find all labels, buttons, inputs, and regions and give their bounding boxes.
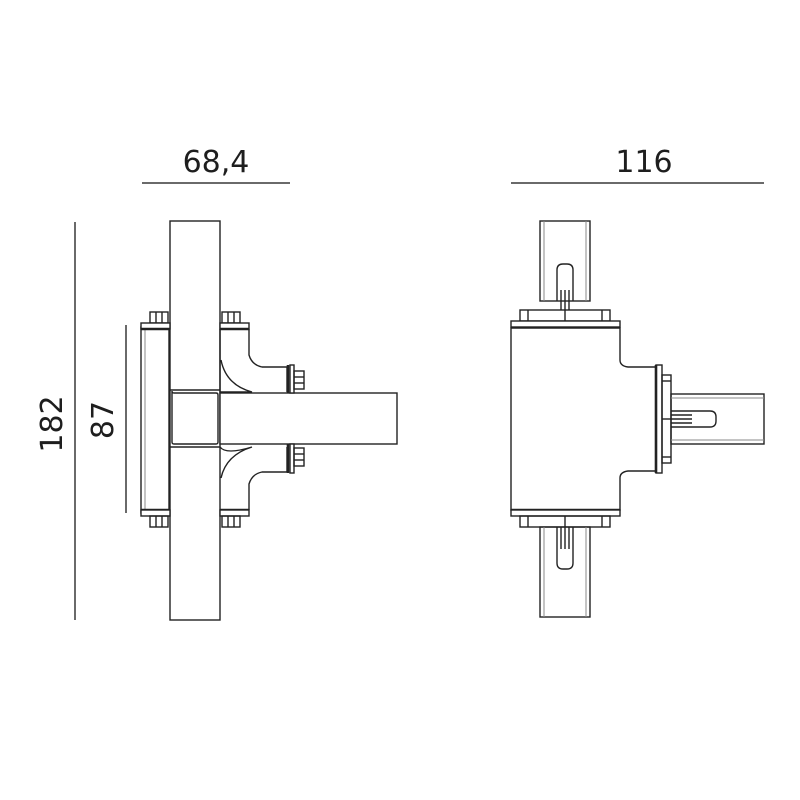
- side-bottom-plate: [510, 509, 621, 517]
- front-upper-elbow: [219, 329, 288, 393]
- dimension-front-width: 68,4: [142, 145, 290, 184]
- front-horizontal-rail: [219, 392, 398, 445]
- side-top-rail: [539, 220, 591, 310]
- dimension-body-height: 87: [86, 325, 127, 513]
- side-right-rail: [670, 393, 765, 445]
- dimension-label-116: 116: [615, 145, 672, 180]
- front-bottom-right-clamp: [219, 508, 250, 528]
- front-top-right-clamp: [219, 311, 250, 331]
- dimension-label-87: 87: [86, 401, 121, 439]
- side-main-body: [510, 327, 657, 511]
- front-top-left-clamp: [140, 311, 171, 331]
- dimension-label-68-4: 68,4: [183, 145, 250, 180]
- front-bottom-left-clamp: [140, 508, 171, 528]
- dimension-label-182: 182: [35, 395, 70, 452]
- side-top-plate: [510, 320, 621, 328]
- front-vertical-rail: [169, 220, 221, 621]
- front-lower-elbow: [219, 446, 288, 510]
- dimension-side-width: 116: [511, 145, 764, 184]
- side-bottom-rail: [539, 526, 591, 618]
- side-view: [510, 220, 765, 618]
- front-side-upper-clamp: [286, 364, 305, 394]
- front-center-cell: [171, 390, 219, 445]
- front-side-lower-clamp: [286, 443, 305, 474]
- dimension-overall-height: 182: [35, 222, 76, 620]
- front-view: [140, 220, 398, 621]
